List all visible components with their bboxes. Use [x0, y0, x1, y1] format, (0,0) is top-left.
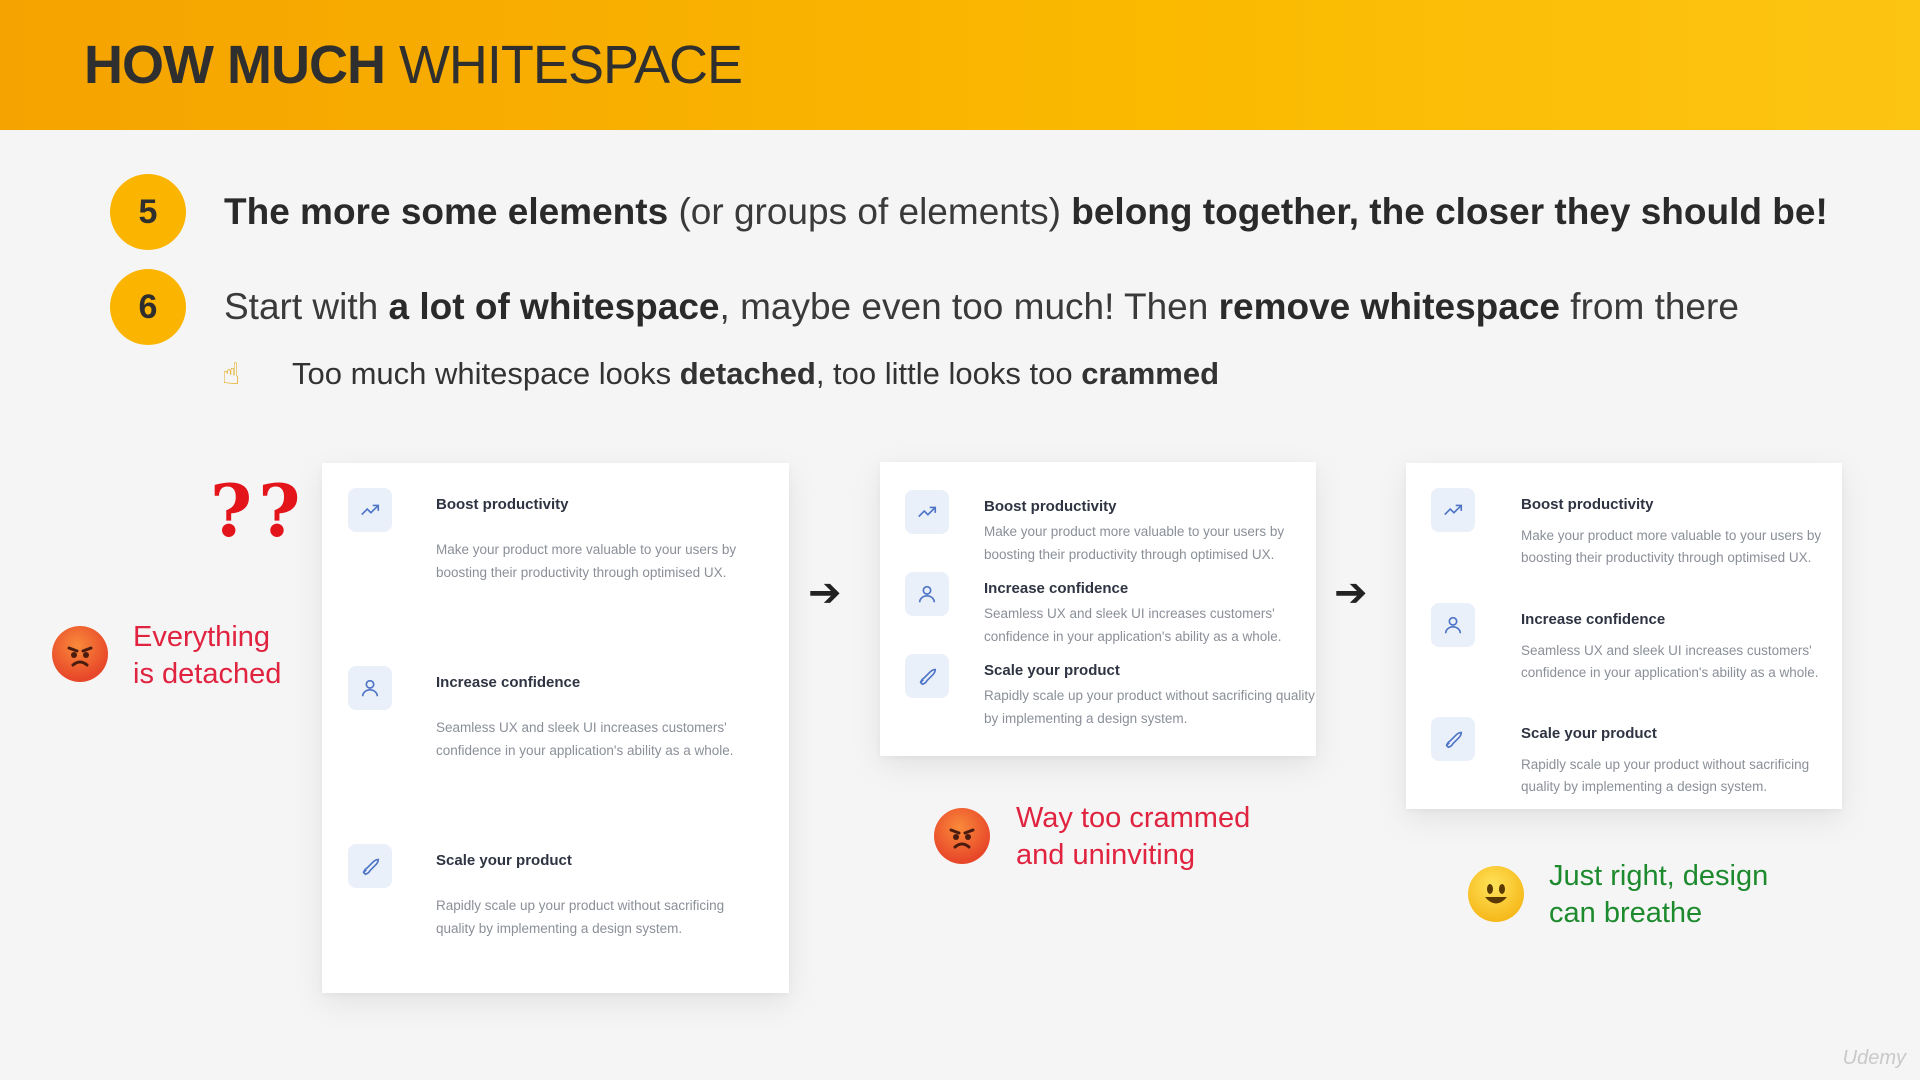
feature-desc: Make your product more valuable to your … — [984, 524, 1285, 562]
rule-text-part: Start with — [224, 286, 389, 327]
feature-desc: Rapidly scale up your product without sa… — [436, 898, 725, 936]
feature-title: Scale your product — [436, 852, 572, 869]
rule-text-part: a lot of whitespace — [388, 286, 720, 327]
rocket-icon — [1431, 717, 1475, 761]
tip-text: Too much whitespace looks detached, too … — [292, 356, 1219, 392]
number-badge: 6 — [110, 269, 186, 345]
rule-text-part: (or groups of elements) — [668, 191, 1072, 232]
verdict-just-right: Just right, design can breathe — [1549, 858, 1768, 932]
trending-up-icon — [1431, 488, 1475, 532]
rule-text-part: from there — [1560, 286, 1739, 327]
rule-text-part: The more some elements — [224, 191, 669, 232]
feature-desc: Seamless UX and sleek UI increases custo… — [436, 720, 734, 758]
title-bold: HOW MUCH — [84, 35, 386, 95]
udemy-watermark: Udemy — [1842, 1047, 1906, 1069]
user-icon — [348, 666, 392, 710]
rule-text-part: belong together, the closer they should … — [1071, 191, 1828, 232]
verdict-line: Everything — [133, 621, 271, 653]
tip: ☝ Too much whitespace looks detached, to… — [222, 356, 1219, 392]
feature-desc: Make your product more valuable to your … — [1521, 528, 1822, 565]
card-crammed: Boost productivity Make your product mor… — [880, 462, 1316, 756]
angry-face-icon — [52, 626, 108, 682]
trending-up-icon — [348, 488, 392, 532]
feature-desc: Seamless UX and sleek UI increases custo… — [1521, 643, 1819, 680]
feature-title: Increase confidence — [1521, 611, 1666, 628]
rocket-icon — [348, 844, 392, 888]
angry-face-icon — [934, 808, 990, 864]
tip-text-part: , too little looks too — [815, 356, 1082, 391]
trending-up-icon — [905, 490, 949, 534]
rule-text: The more some elements (or groups of ele… — [224, 191, 1828, 233]
card-detached: Boost productivity Make your product mor… — [322, 463, 789, 993]
card-just-right: Boost productivity Make your product mor… — [1406, 463, 1842, 809]
verdict-line: can breathe — [1549, 897, 1703, 929]
verdict-line: Way too crammed — [1016, 802, 1251, 834]
feature-title: Boost productivity — [436, 496, 569, 513]
user-icon — [905, 572, 949, 616]
feature-title: Boost productivity — [984, 498, 1117, 515]
number-badge: 5 — [110, 174, 186, 250]
question-marks: ?? — [210, 468, 307, 553]
verdict-crammed: Way too crammed and uninviting — [1016, 800, 1250, 874]
verdict-line: and uninviting — [1016, 839, 1195, 871]
arrow-right-icon: ➔ — [808, 571, 842, 615]
rule-text-part: , maybe even too much! Then — [719, 286, 1219, 327]
feature-title: Scale your product — [1521, 725, 1657, 742]
feature-desc: Make your product more valuable to your … — [436, 542, 737, 580]
feature-title: Boost productivity — [1521, 496, 1654, 513]
title-light: WHITESPACE — [398, 35, 743, 95]
rule-text: Start with a lot of whitespace, maybe ev… — [224, 286, 1739, 328]
feature-desc: Seamless UX and sleek UI increases custo… — [984, 606, 1282, 644]
verdict-line: Just right, design — [1549, 860, 1769, 892]
smiling-face-icon — [1468, 866, 1524, 922]
feature-title: Increase confidence — [984, 580, 1129, 597]
verdict-detached: Everything is detached — [133, 619, 281, 693]
pointing-up-icon: ☝ — [222, 357, 241, 391]
feature-title: Increase confidence — [436, 674, 581, 691]
feature-title: Scale your product — [984, 662, 1120, 679]
header-bar: HOW MUCH WHITESPACE — [0, 0, 1920, 130]
verdict-line: is detached — [133, 658, 282, 690]
feature-desc: Rapidly scale up your product without sa… — [984, 688, 1315, 726]
rocket-icon — [905, 654, 949, 698]
user-icon — [1431, 603, 1475, 647]
rule-6: 6 Start with a lot of whitespace, maybe … — [110, 269, 1739, 345]
arrow-right-icon: ➔ — [1334, 571, 1368, 615]
tip-text-part: Too much whitespace looks — [292, 356, 680, 391]
page-title: HOW MUCH WHITESPACE — [84, 34, 743, 96]
tip-text-part: crammed — [1081, 356, 1220, 391]
feature-desc: Rapidly scale up your product without sa… — [1521, 757, 1810, 794]
rule-5: 5 The more some elements (or groups of e… — [110, 174, 1828, 250]
rule-text-part: remove whitespace — [1218, 286, 1561, 327]
tip-text-part: detached — [679, 356, 816, 391]
